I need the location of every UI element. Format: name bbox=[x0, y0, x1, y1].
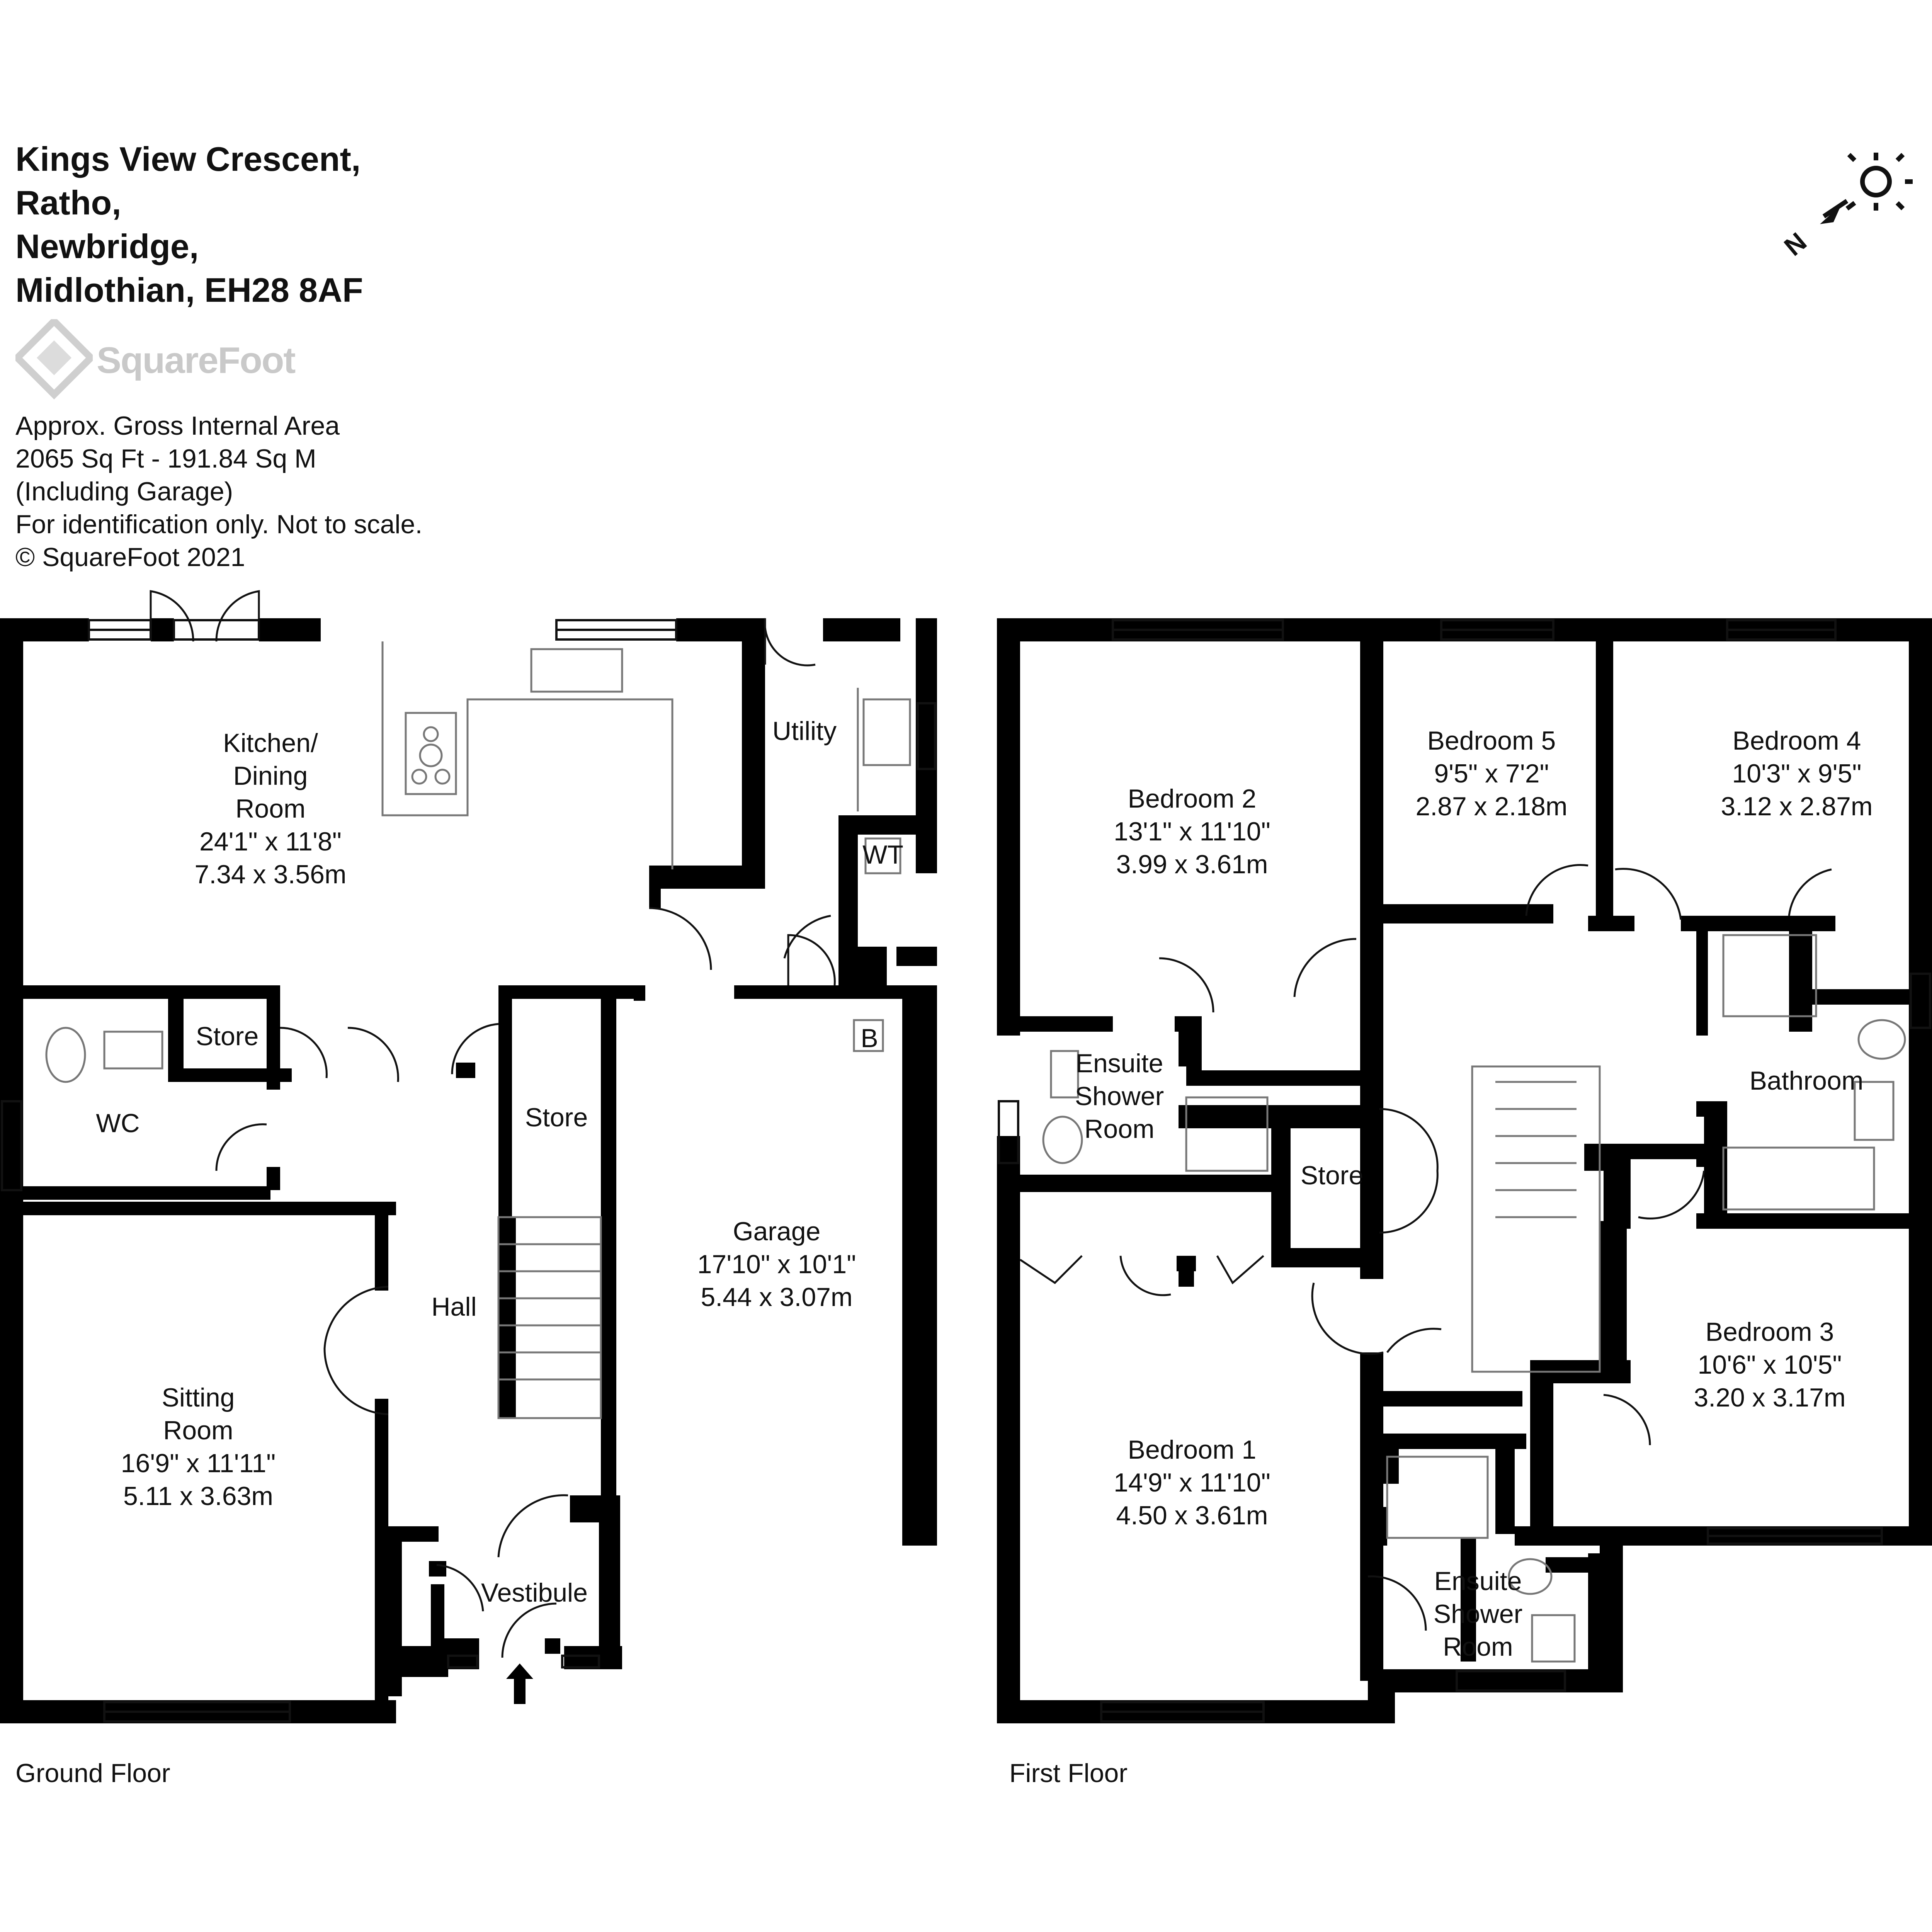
wt-label: WT bbox=[862, 840, 903, 869]
ensuite2-name-1: Ensuite bbox=[1434, 1566, 1522, 1596]
ensuite2-name-2: Shower bbox=[1434, 1599, 1523, 1629]
wc-name: WC bbox=[96, 1109, 139, 1138]
address-line-3: Newbridge, bbox=[15, 227, 199, 265]
kitchen-name-3: Room bbox=[235, 794, 305, 823]
bathroom-name: Bathroom bbox=[1750, 1066, 1864, 1095]
utility-sink-icon bbox=[862, 698, 911, 766]
logo-text: SquareFoot bbox=[97, 340, 296, 381]
bed5-dim-imperial: 9'5" x 7'2" bbox=[1434, 759, 1549, 788]
area-title: Approx. Gross Internal Area bbox=[15, 411, 340, 440]
bed2-name: Bedroom 2 bbox=[1128, 784, 1257, 813]
garage-dim-imperial: 17'10" x 10'1" bbox=[697, 1250, 856, 1279]
disclaimer: For identification only. Not to scale. bbox=[15, 510, 423, 539]
bed3-name: Bedroom 3 bbox=[1706, 1317, 1834, 1347]
bed4-dim-imperial: 10'3" x 9'5" bbox=[1732, 759, 1861, 788]
hob-icon bbox=[405, 712, 457, 795]
first-floor-label: First Floor bbox=[1009, 1759, 1128, 1788]
hall-name: Hall bbox=[431, 1292, 476, 1321]
bed1-dim-imperial: 14'9" x 11'10" bbox=[1114, 1468, 1270, 1497]
store-ff-name: Store bbox=[1301, 1161, 1364, 1190]
basin-icon bbox=[103, 1031, 163, 1070]
sitting-name-2: Room bbox=[163, 1416, 233, 1445]
store-2-name: Store bbox=[525, 1103, 588, 1132]
shower-tray-icon bbox=[1185, 1096, 1269, 1172]
copyright: © SquareFoot 2021 bbox=[15, 543, 245, 572]
address-line-4: Midlothian, EH28 8AF bbox=[15, 271, 363, 309]
bed3-dim-imperial: 10'6" x 10'5" bbox=[1698, 1350, 1842, 1379]
fixtures bbox=[45, 641, 1906, 1663]
bed1-name: Bedroom 1 bbox=[1128, 1435, 1257, 1464]
first-floor-windows bbox=[998, 619, 1931, 1723]
kitchen-dim-imperial: 24'1" x 11'8" bbox=[199, 827, 342, 856]
kitchen-dim-metric: 7.34 x 3.56m bbox=[194, 860, 346, 889]
sink-icon bbox=[530, 648, 623, 693]
bed2-dim-metric: 3.99 x 3.61m bbox=[1116, 850, 1268, 879]
door-swings bbox=[150, 590, 1832, 1658]
kitchen-name-2: Dining bbox=[233, 761, 308, 791]
ground-stairs bbox=[497, 1216, 602, 1419]
store-1-name: Store bbox=[196, 1022, 259, 1051]
bath-icon bbox=[1722, 1146, 1875, 1211]
ensuite2-name-3: Room bbox=[1443, 1632, 1513, 1662]
shower-tray-icon-3 bbox=[1722, 934, 1817, 1017]
area-value: 2065 Sq Ft - 191.84 Sq M bbox=[15, 444, 316, 473]
first-floor-stairs bbox=[1471, 1065, 1601, 1373]
kitchen-name-1: Kitchen/ bbox=[223, 728, 318, 758]
north-arrow-icon bbox=[1820, 205, 1841, 224]
utility-name: Utility bbox=[772, 716, 837, 746]
ensuite1-name-1: Ensuite bbox=[1076, 1049, 1163, 1078]
ensuite1-name-2: Shower bbox=[1075, 1082, 1164, 1111]
garage-dim-metric: 5.44 x 3.07m bbox=[701, 1282, 852, 1312]
address-line-1: Kings View Crescent, bbox=[15, 140, 361, 178]
sitting-name-1: Sitting bbox=[162, 1383, 235, 1412]
vestibule-name: Vestibule bbox=[481, 1578, 588, 1607]
north-label: N bbox=[1779, 227, 1812, 262]
ground-floor-label: Ground Floor bbox=[15, 1759, 170, 1788]
ground-floor-walls bbox=[0, 618, 937, 1723]
bed4-dim-metric: 3.12 x 2.87m bbox=[1721, 792, 1872, 821]
squarefoot-logo: SquareFoot bbox=[15, 319, 309, 400]
bed2-dim-imperial: 13'1" x 11'10" bbox=[1114, 817, 1270, 846]
bed5-name: Bedroom 5 bbox=[1427, 726, 1556, 755]
boiler-label: B bbox=[861, 1024, 878, 1053]
bed4-name: Bedroom 4 bbox=[1733, 726, 1861, 755]
bed1-dim-metric: 4.50 x 3.61m bbox=[1116, 1501, 1268, 1530]
bed3-dim-metric: 3.20 x 3.17m bbox=[1694, 1383, 1845, 1412]
sun-compass-icon bbox=[1822, 153, 1913, 218]
sitting-dim-imperial: 16'9" x 11'11" bbox=[121, 1449, 276, 1478]
shower-tray-icon-2 bbox=[1386, 1456, 1489, 1539]
diamond-logo-icon bbox=[15, 319, 93, 400]
sitting-dim-metric: 5.11 x 3.63m bbox=[123, 1481, 273, 1511]
toilet-icon bbox=[45, 1027, 86, 1083]
area-note: (Including Garage) bbox=[15, 477, 233, 506]
garage-name: Garage bbox=[733, 1217, 821, 1246]
address-line-2: Ratho, bbox=[15, 184, 121, 222]
ensuite1-name-3: Room bbox=[1084, 1114, 1154, 1144]
ground-floor-windows bbox=[1, 619, 936, 1723]
bed5-dim-metric: 2.87 x 2.18m bbox=[1415, 792, 1567, 821]
entrance-arrow-icon bbox=[506, 1663, 533, 1704]
